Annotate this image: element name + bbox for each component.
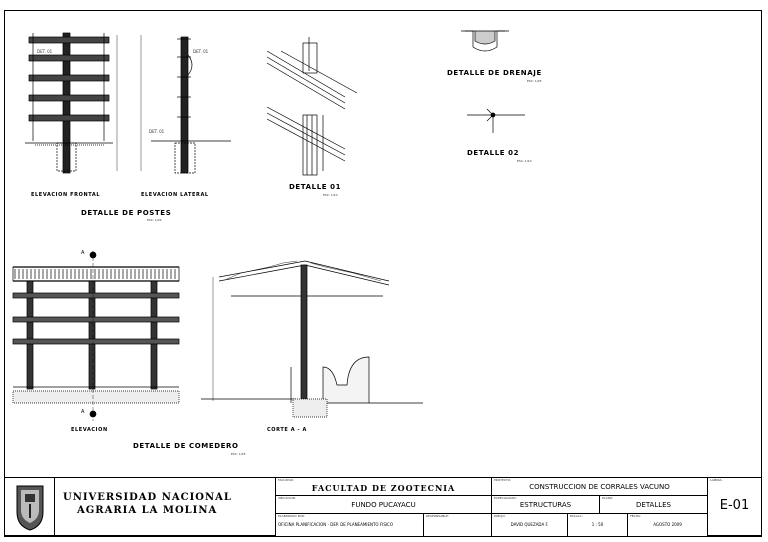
drawn-by-value: DAVID QUEZADA F. bbox=[510, 522, 549, 527]
frontal-elevation-label: ELEVACION FRONTAL bbox=[31, 192, 101, 198]
location-cell: UBICACION: FUNDO PUCAYACU bbox=[276, 496, 492, 514]
specialty-cell: ESPECIALIDAD: ESTRUCTURAS bbox=[492, 496, 600, 514]
lateral-elevation-label: ELEVACION LATERAL bbox=[141, 192, 209, 198]
location-value: FUNDO PUCAYACU bbox=[351, 501, 416, 509]
feeder-detail-title: DETALLE DE COMEDERO bbox=[133, 442, 239, 450]
feeder-detail-scale: ESC: 1/25 bbox=[231, 452, 246, 456]
det-tag-lateral-top: DET. 01 bbox=[193, 49, 209, 54]
plan-caption: PLANO: bbox=[602, 496, 614, 500]
sheet-number-cell: LAMINA: E-01 bbox=[708, 478, 761, 536]
detail-01-title: DETALLE 01 bbox=[289, 183, 342, 191]
detail-02-drawing bbox=[467, 108, 525, 133]
detail-02-scale: ESC: 1/10 bbox=[517, 159, 532, 163]
drawing-sheet: ELEVACION FRONTAL ELEVACION LATERAL DETA… bbox=[4, 10, 762, 537]
university-name-line1: UNIVERSIDAD NACIONAL bbox=[63, 492, 232, 503]
prepared-by-caption: ELABORADO POR: bbox=[278, 514, 305, 518]
section-marker-a-top: A bbox=[81, 250, 86, 256]
postes-detail-title: DETALLE DE POSTES bbox=[81, 209, 172, 217]
logo-cell bbox=[5, 478, 55, 536]
date-caption: FECHA: bbox=[630, 514, 641, 518]
responsible-caption: RESPONSABLE: bbox=[426, 514, 449, 518]
faculty-caption: FACULTAD: bbox=[278, 478, 294, 482]
scale-value: 1 : 50 bbox=[591, 522, 604, 527]
prepared-by-value: OFICINA PLANIFICACION - DEP. DE PLANEAMI… bbox=[278, 522, 393, 527]
responsible-cell: RESPONSABLE: bbox=[424, 514, 492, 536]
title-block: UNIVERSIDAD NACIONAL AGRARIA LA MOLINA F… bbox=[5, 477, 761, 537]
feeder-elevation-drawing bbox=[12, 251, 180, 421]
university-name-line2: AGRARIA LA MOLINA bbox=[77, 505, 218, 516]
faculty-cell: FACULTAD: FACULTAD DE ZOOTECNIA bbox=[276, 478, 492, 496]
det-tag-frontal: DET. 01 bbox=[37, 49, 53, 54]
drawing-canvas bbox=[12, 30, 525, 421]
scale-cell: ESCALA: 1 : 50 bbox=[568, 514, 628, 536]
specialty-caption: ESPECIALIDAD: bbox=[494, 496, 517, 500]
det-tag-lateral-bottom: DET. 01 bbox=[149, 129, 165, 134]
detail-02-title: DETALLE 02 bbox=[467, 149, 520, 157]
section-aa-drawing bbox=[201, 260, 423, 418]
project-caption: PROYECTO: bbox=[494, 478, 512, 482]
plan-value: DETALLES bbox=[636, 501, 671, 509]
section-marker-a-bottom: A bbox=[81, 409, 86, 415]
date-value: AGOSTO 2009 bbox=[653, 522, 682, 527]
section-aa-label: CORTE A - A bbox=[267, 427, 308, 433]
date-cell: FECHA: AGOSTO 2009 bbox=[628, 514, 708, 536]
location-caption: UBICACION: bbox=[278, 496, 296, 500]
specialty-value: ESTRUCTURAS bbox=[519, 501, 572, 509]
drainage-detail-scale: ESC: 1/25 bbox=[527, 79, 542, 83]
postes-detail-scale: ESC: 1/25 bbox=[147, 218, 162, 222]
sheet-number-value: E-01 bbox=[719, 498, 750, 513]
scale-caption: ESCALA: bbox=[570, 514, 583, 518]
plan-cell: PLANO: DETALLES bbox=[600, 496, 708, 514]
lateral-elevation-drawing bbox=[140, 35, 231, 174]
detail-01-scale: ESC: 1/10 bbox=[323, 193, 338, 197]
detail-01-drawing bbox=[266, 37, 358, 176]
university-logo bbox=[16, 485, 44, 531]
faculty-value: FACULTAD DE ZOOTECNIA bbox=[311, 483, 456, 493]
drawn-by-cell: DIBUJO: DAVID QUEZADA F. bbox=[492, 514, 568, 536]
sheet-number-caption: LAMINA: bbox=[710, 478, 723, 482]
project-value: CONSTRUCCION DE CORRALES VACUNO bbox=[529, 483, 670, 491]
drawn-by-caption: DIBUJO: bbox=[494, 514, 506, 518]
feeder-elevation-label: ELEVACION bbox=[71, 427, 108, 433]
drainage-detail-drawing bbox=[461, 30, 509, 52]
section-markers bbox=[89, 251, 97, 418]
frontal-elevation-drawing bbox=[25, 32, 118, 174]
prepared-by-cell: ELABORADO POR: OFICINA PLANIFICACION - D… bbox=[276, 514, 424, 536]
drainage-detail-title: DETALLE DE DRENAJE bbox=[447, 69, 542, 77]
project-cell: PROYECTO: CONSTRUCCION DE CORRALES VACUN… bbox=[492, 478, 708, 496]
university-cell: UNIVERSIDAD NACIONAL AGRARIA LA MOLINA bbox=[55, 478, 276, 536]
